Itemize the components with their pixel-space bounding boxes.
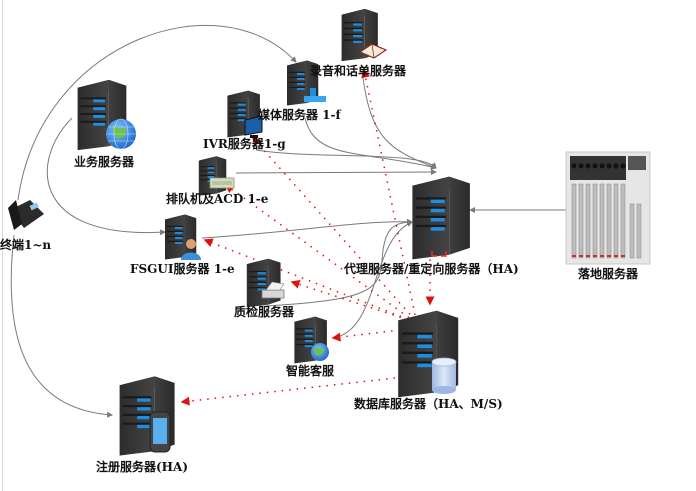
mixer-knob: [606, 163, 612, 169]
mixer-master-strip: [629, 203, 635, 259]
solid-links: [10, 25, 566, 418]
label-register-server: 注册服务器(HA): [96, 460, 189, 474]
node-fsgui-server[interactable]: [165, 214, 201, 261]
node-proxy-server[interactable]: [412, 176, 470, 260]
mixer-channel-strip: [585, 183, 591, 259]
node-gateway-mixer[interactable]: [565, 151, 651, 265]
label-queue-acd: 排队机及ACD 1-e: [166, 192, 269, 206]
mixer-channel-strip: [571, 183, 577, 259]
printer-icon: [261, 281, 285, 299]
mixer-channel-strip: [599, 183, 605, 259]
label-proxy-server: 代理服务器/重定向服务器（HA): [344, 262, 519, 276]
mixer-knob: [578, 163, 584, 169]
label-business-server: 业务服务器: [74, 155, 135, 169]
link-terminal-media: [17, 25, 297, 201]
link-qc-proxy: [265, 219, 413, 307]
monitor-icon: [244, 115, 263, 138]
globe-icon: [106, 118, 136, 150]
desk-phone-icon: [8, 200, 44, 230]
mixer-led: [621, 255, 625, 257]
mixer-channel-strip: [613, 183, 619, 259]
node-ivr-server[interactable]: [227, 90, 263, 138]
node-media-server[interactable]: [287, 60, 326, 106]
left-border-line: [2, 0, 3, 491]
link-fsgui-proxy: [201, 218, 413, 239]
mixer-knob: [613, 163, 619, 169]
label-ivr-server: IVR服务器1-g: [203, 137, 286, 151]
proxy-red-marker: [431, 251, 447, 257]
node-register-server[interactable]: [119, 376, 175, 456]
mixer-knob: [585, 163, 591, 169]
user-icon: [181, 239, 201, 260]
mixer-led: [614, 255, 618, 257]
node-database-server[interactable]: [398, 310, 459, 398]
node-queue-acd-server[interactable]: [198, 156, 235, 196]
mixer-channel-strip: [620, 183, 626, 259]
mixer-knob: [571, 163, 577, 169]
database-cylinder-icon: [431, 357, 457, 394]
dlink-db-fsgui: [203, 238, 416, 323]
label-recording-server: 录音和话单服务器: [310, 64, 407, 78]
label-database-server: 数据库服务器（HA、M/S): [354, 397, 503, 411]
label-smart-service: 智能客服: [286, 364, 335, 378]
mixer-led: [586, 255, 590, 257]
mixer-knob: [620, 163, 626, 169]
label-gateway-server: 落地服务器: [578, 267, 639, 281]
link-smart-proxy: [332, 221, 413, 339]
mixer-knob: [592, 163, 598, 169]
dlink-db-ivr: [252, 136, 416, 321]
link-queue-proxy: [235, 169, 437, 176]
media-film-icon: [304, 88, 326, 102]
mixer-knob: [599, 163, 605, 169]
mixer-led: [600, 255, 604, 257]
node-smart-service[interactable]: [294, 316, 329, 364]
book-icon: [358, 43, 388, 59]
label-qc-server: 质检服务器: [234, 305, 295, 319]
node-qc-server[interactable]: [246, 258, 285, 308]
mixer-channel-strip: [578, 183, 584, 259]
globe-icon: [311, 343, 329, 361]
dotted-links: [180, 68, 435, 406]
link-business-fsgui: [46, 117, 166, 236]
dlink-db-recording: [361, 68, 416, 316]
mixer-led: [572, 255, 576, 257]
label-terminal: 终端1~n: [0, 238, 52, 252]
mixer-channel-strip: [592, 183, 598, 259]
mixer-led: [607, 255, 611, 257]
mixer-master-strip: [636, 203, 642, 259]
mixer-led: [593, 255, 597, 257]
mixer-led: [579, 255, 583, 257]
money-icon: [209, 177, 235, 189]
label-media-server: 媒体服务器 1-f: [258, 108, 341, 122]
label-fsgui-server: FSGUI服务器 1-e: [130, 262, 235, 276]
dlink-db-smart: [331, 329, 401, 342]
link-ivr-proxy: [255, 149, 437, 169]
node-recording-server[interactable]: [341, 8, 388, 62]
audio-mixer-icon: [565, 151, 651, 265]
dlink-db-queue: [224, 184, 416, 323]
mixer-channel-strip: [606, 183, 612, 259]
smartphone-icon: [149, 411, 171, 453]
link-media-proxy: [304, 117, 437, 170]
node-business-server[interactable]: [77, 79, 136, 151]
link-terminal-register: [10, 234, 113, 418]
link-recording-proxy: [361, 69, 437, 169]
node-terminal-phone[interactable]: [8, 200, 44, 230]
